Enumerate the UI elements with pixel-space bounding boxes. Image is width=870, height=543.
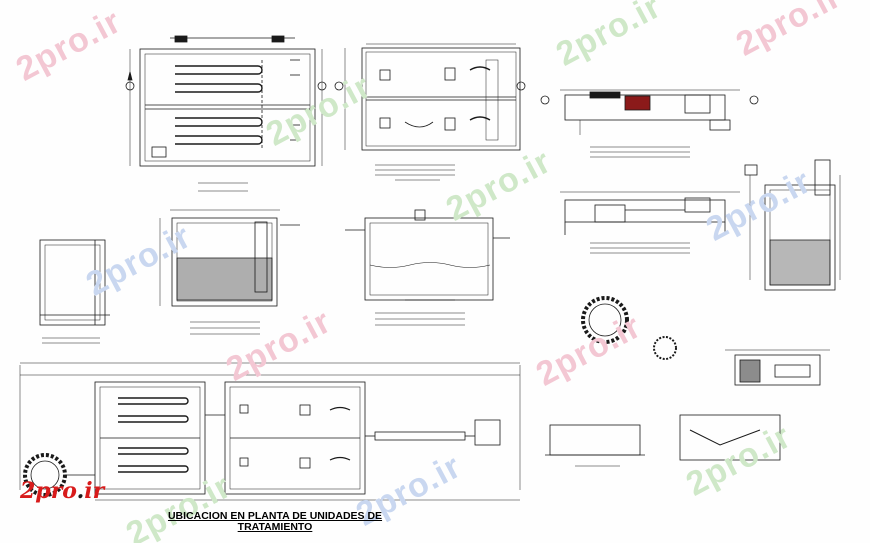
logo-suffix: ir <box>84 478 105 504</box>
plan-circular-well <box>581 296 677 360</box>
plan-septic-tank <box>334 43 526 181</box>
section-box-separator <box>560 191 740 254</box>
site-plan-treatment-units <box>19 362 521 501</box>
logo-text: 2pro <box>20 478 77 504</box>
drawing-title: UBICACION EN PLANTA DE UNIDADES DE TRATA… <box>156 511 394 533</box>
plan-box-separator <box>540 89 759 158</box>
plan-filter-tank <box>125 35 327 192</box>
drawing-title-line2: TRATAMIENTO <box>237 521 313 533</box>
section-filter <box>159 209 300 335</box>
section-bottom-right <box>545 414 781 467</box>
logo-dot: . <box>76 478 85 504</box>
section-absorption-well <box>744 159 841 291</box>
detail-box-section <box>39 239 110 344</box>
elevation-box <box>725 349 830 386</box>
logo: 2pro.ir <box>20 478 104 504</box>
section-septic-tank <box>345 209 510 326</box>
drawing-title-line1: UBICACION EN PLANTA DE UNIDADES DE <box>167 510 383 522</box>
